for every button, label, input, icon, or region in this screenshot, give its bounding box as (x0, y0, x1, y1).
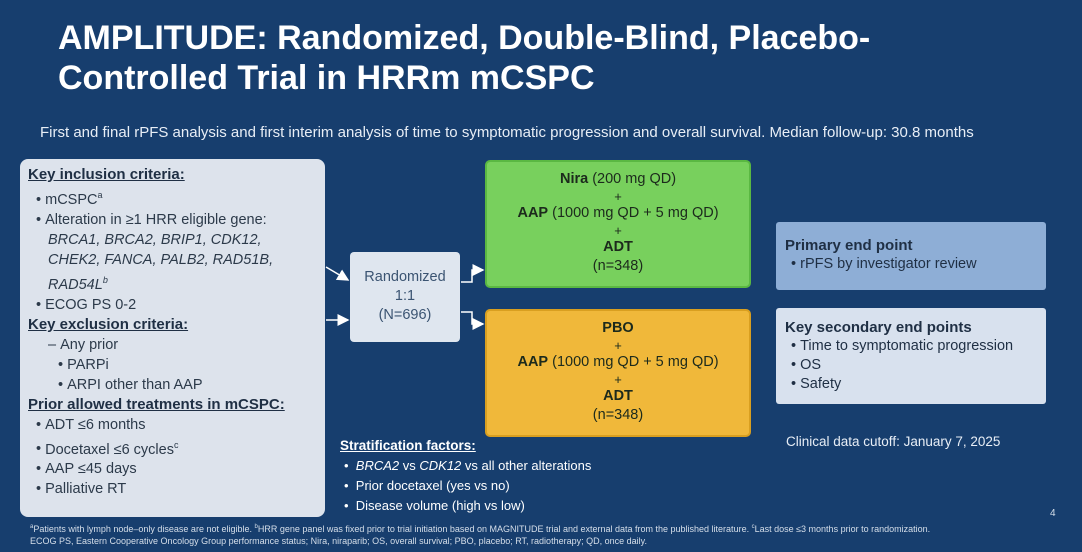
stratification-header: Stratification factors: (340, 438, 476, 453)
stratification-item: Disease volume (high vs low) (340, 496, 760, 516)
stratification-factors: Stratification factors: BRCA2 vs CDK12 v… (340, 436, 760, 516)
pbo-line: PBO (487, 319, 749, 338)
secondary-endpoints-header: Key secondary end points (785, 319, 972, 336)
nira-line: Nira (200 mg QD) (487, 170, 749, 189)
nira-drug: Nira (559, 171, 589, 187)
nira-dose: (200 mg QD) (592, 171, 677, 187)
aap-line: AAP (1000 mg QD + 5 mg QD) (487, 353, 749, 372)
arm-niraparib: Nira (200 mg QD) + AAP (1000 mg QD + 5 m… (485, 160, 751, 288)
pbo-drug: PBO (602, 320, 634, 336)
footnote-mark-a: a (97, 190, 103, 200)
gene-list-line-3: RAD54Lb (28, 270, 325, 295)
adt-line: ADT (487, 238, 749, 257)
footnote-line-1: aPatients with lymph node–only disease a… (30, 524, 931, 534)
secondary-endpoints-box: Key secondary end points Time to symptom… (776, 308, 1046, 404)
prior-treatments-header: Prior allowed treatments in mCSPC: (28, 395, 285, 413)
criteria-item-parpi: PARPi (28, 355, 325, 375)
docetaxel-text: Docetaxel ≤6 cycles (45, 441, 174, 458)
criteria-item-aap: AAP ≤45 days (28, 459, 325, 479)
gene-rad54l: RAD54L (48, 276, 103, 293)
slide-title: AMPLITUDE: Randomized, Double-Blind, Pla… (58, 19, 871, 97)
secondary-endpoint-item: Time to symptomatic progression (785, 337, 1046, 356)
pbo-arm-n: (n=348) (592, 407, 644, 423)
aap-dose: (1000 mg QD + 5 mg QD) (552, 354, 719, 370)
exclusion-header: Key exclusion criteria: (28, 315, 189, 333)
plus-sign: + (614, 189, 622, 204)
mcspc-text: mCSPC (45, 191, 98, 208)
primary-endpoint-header: Primary end point (785, 237, 913, 254)
randomization-n: (N=696) (378, 307, 432, 323)
arrow-randomized-to-nira (461, 264, 485, 283)
gene-list-line-2: CHEK2, FANCA, PALB2, RAD51B, (48, 251, 274, 268)
secondary-endpoint-item: OS (785, 356, 1046, 375)
randomization-ratio: 1:1 (394, 288, 416, 304)
arm-placebo: PBO + AAP (1000 mg QD + 5 mg QD) + ADT (… (485, 309, 751, 437)
criteria-item-mcspc: mCSPCa (28, 185, 325, 210)
randomization-box: Randomized 1:1 (N=696) (350, 252, 460, 342)
footnote-mark-b: b (102, 274, 108, 285)
data-cutoff: Clinical data cutoff: January 7, 2025 (786, 434, 1001, 449)
any-prior-text: Any prior (60, 336, 119, 353)
aap-dose: (1000 mg QD + 5 mg QD) (552, 205, 719, 221)
nira-arm-n: (n=348) (592, 258, 644, 274)
footnotes: aPatients with lymph node–only disease a… (30, 521, 1030, 547)
stratification-item: Prior docetaxel (yes vs no) (340, 476, 760, 496)
aap-drug: AAP (517, 354, 549, 370)
secondary-endpoint-item: Safety (785, 375, 1046, 394)
criteria-item-alteration: Alteration in ≥1 HRR eligible gene: (28, 210, 325, 230)
inclusion-header: Key inclusion criteria: (28, 166, 185, 183)
gene-cdk12: CDK12 (419, 458, 462, 473)
criteria-item-ecog: ECOG PS 0-2 (28, 295, 325, 315)
gene-brca2: BRCA2 (355, 458, 400, 473)
stratification-item: BRCA2 vs CDK12 vs all other alterations (340, 456, 760, 476)
footnote-abbreviations: ECOG PS, Eastern Cooperative Oncology Gr… (30, 536, 647, 546)
aap-line: AAP (1000 mg QD + 5 mg QD) (487, 204, 749, 223)
criteria-item-palliative: Palliative RT (28, 479, 325, 499)
adt-line: ADT (487, 387, 749, 406)
plus-sign: + (614, 338, 622, 353)
criteria-item-any-prior: – Any prior (48, 336, 119, 353)
aap-drug: AAP (517, 205, 549, 221)
adt-drug: ADT (603, 239, 633, 255)
plus-sign: + (614, 372, 622, 387)
primary-endpoint-item: rPFS by investigator review (785, 255, 1046, 274)
gene-list-line-1: BRCA1, BRCA2, BRIP1, CDK12, (48, 231, 262, 248)
page-number: 4 (1050, 508, 1056, 519)
criteria-item-arpi: ARPI other than AAP (28, 375, 325, 395)
plus-sign: + (614, 223, 622, 238)
arrow-criteria-to-randomized-top (325, 266, 350, 281)
criteria-item-adt: ADT ≤6 months (28, 415, 325, 435)
randomized-label: Randomized (364, 269, 446, 285)
footnote-mark-c: c (173, 439, 179, 450)
arrow-randomized-to-pbo (461, 311, 485, 330)
criteria-panel: Key inclusion criteria: mCSPCa Alteratio… (20, 159, 325, 517)
slide-subtitle: First and final rPFS analysis and first … (40, 124, 974, 141)
adt-drug: ADT (603, 388, 633, 404)
criteria-item-docetaxel: Docetaxel ≤6 cyclesc (28, 435, 325, 460)
primary-endpoint-box: Primary end point rPFS by investigator r… (776, 222, 1046, 290)
